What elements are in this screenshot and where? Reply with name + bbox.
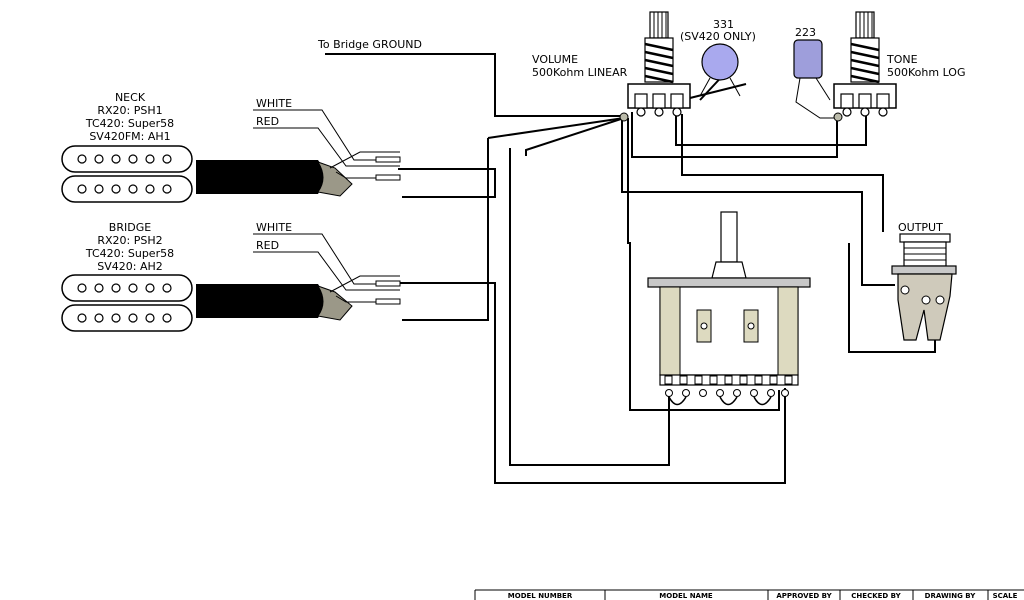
- volume-jack-wire: [621, 114, 895, 286]
- bridge-return-wire: [402, 138, 489, 321]
- bridge-ground-label: To Bridge GROUND: [317, 38, 422, 51]
- bridge-model-2: TC420: Super58: [85, 247, 174, 260]
- bridge-coil-top: [61, 274, 193, 302]
- switch-lever: [720, 211, 738, 263]
- neck-title: NECK: [115, 91, 146, 104]
- neck-model-2: TC420: Super58: [85, 117, 174, 130]
- bridge-lead-wire: [398, 282, 786, 484]
- neck-switch-wire: [509, 148, 670, 466]
- switch-housing: [659, 286, 799, 376]
- volume-tone-wire-2: [675, 108, 867, 146]
- jack-ground-wire: [681, 114, 884, 232]
- title-block: MODEL NUMBER MODEL NAME APPROVED BY CHEC…: [474, 589, 1024, 600]
- bridge-model-1: RX20: PSH2: [97, 234, 162, 247]
- switch-jumpers: [668, 396, 772, 406]
- neck-pole-pieces: [77, 154, 172, 194]
- title-model-number: MODEL NUMBER: [508, 592, 573, 600]
- cap-331-body: [701, 43, 739, 81]
- title-scale: SCALE: [993, 592, 1018, 600]
- neck-pickup: [61, 109, 401, 203]
- neck-coil-bottom: [61, 175, 193, 203]
- jack-body: [897, 273, 953, 341]
- bridge-pole-pieces: [77, 283, 172, 323]
- ground-run-wire: [487, 117, 625, 139]
- switch-mount-plate: [647, 277, 811, 288]
- output-jack: [891, 233, 957, 341]
- tone-pot: [833, 11, 897, 122]
- tone-solder-point: [833, 112, 843, 122]
- neck-pickup-labels: NECK RX20: PSH1 TC420: Super58 SV420FM: …: [85, 91, 174, 143]
- neck-model-3: SV420FM: AH1: [89, 130, 170, 143]
- volume-knob-shaft: [649, 11, 669, 39]
- ground-run-wire-2: [525, 117, 625, 156]
- neck-white-label: WHITE: [256, 97, 292, 110]
- volume-switch-wire: [627, 118, 780, 411]
- bridge-lead-tips: [375, 280, 401, 305]
- tone-lugs: [840, 93, 890, 117]
- volume-tone-wire: [631, 112, 838, 158]
- selector-switch: [647, 211, 811, 406]
- jack-washer: [891, 265, 957, 275]
- switch-wafer-right: [777, 286, 799, 376]
- title-approved-by: APPROVED BY: [776, 592, 832, 600]
- bridge-red-label: RED: [256, 239, 279, 252]
- jack-nut: [899, 233, 951, 243]
- neck-red-label: RED: [256, 115, 279, 128]
- bridge-braid: [316, 285, 353, 321]
- switch-terminals: [664, 375, 793, 397]
- bridge-coil-bottom: [61, 304, 193, 332]
- output-label: OUTPUT: [898, 221, 943, 234]
- cap1-value-label: 331: [713, 18, 734, 31]
- volume-lugs: [634, 93, 684, 117]
- title-drawing-by: DRAWING BY: [925, 592, 977, 600]
- bridge-white-label: WHITE: [256, 221, 292, 234]
- tone-label: TONE: [886, 53, 918, 66]
- bridge-pickup-labels: BRIDGE RX20: PSH2 TC420: Super58 SV420: …: [85, 221, 174, 273]
- volume-label: VOLUME: [532, 53, 578, 66]
- ceramic-capacitor: [699, 43, 741, 97]
- film-capacitor: [793, 39, 836, 119]
- tone-spec-label: 500Kohm LOG: [887, 66, 966, 79]
- neck-lead-tips: [375, 156, 401, 181]
- bridge-pickup: [61, 233, 401, 332]
- neck-lead-wire: [398, 168, 496, 198]
- wiring-runs: [325, 53, 936, 484]
- neck-coil-top: [61, 145, 193, 173]
- cap-223-body: [793, 39, 823, 79]
- tone-cap-wire: [689, 83, 747, 99]
- neck-braid: [316, 161, 353, 197]
- bridge-ground-wire: [325, 53, 624, 117]
- neck-cable: [196, 160, 324, 194]
- bridge-title: BRIDGE: [109, 221, 151, 234]
- bridge-model-3: SV420: AH2: [97, 260, 163, 273]
- switch-wafer-left: [659, 286, 681, 376]
- volume-spec-label: 500Kohm LINEAR: [532, 66, 628, 79]
- title-model-name: MODEL NAME: [659, 592, 713, 600]
- volume-pot: [619, 11, 691, 122]
- cap2-value-label: 223: [795, 26, 816, 39]
- cap1-note-label: (SV420 ONLY): [680, 30, 756, 43]
- title-checked-by: CHECKED BY: [851, 592, 901, 600]
- bridge-cable: [196, 284, 324, 318]
- volume-solder-point: [619, 112, 629, 122]
- neck-model-1: RX20: PSH1: [97, 104, 162, 117]
- tone-knob-shaft: [855, 11, 875, 39]
